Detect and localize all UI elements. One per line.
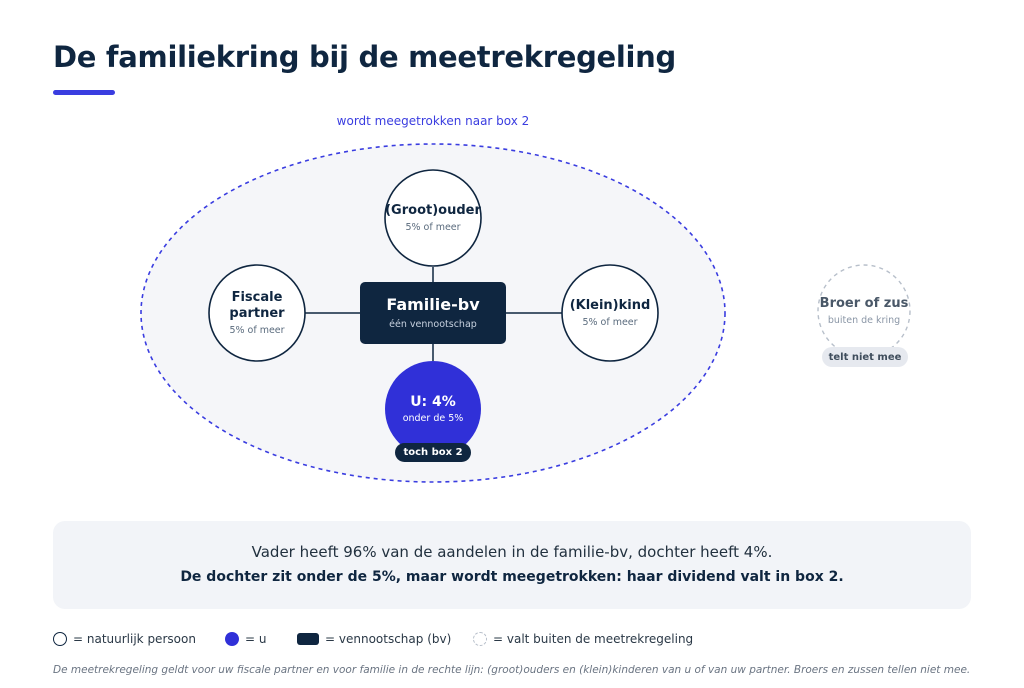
legend-item-outside: = valt buiten de meetrekregeling: [473, 632, 693, 646]
legend-item-person: = natuurlijk persoon: [53, 632, 196, 646]
familie-bv-sub: één vennootschap: [389, 318, 477, 330]
person-circle-icon: [53, 632, 67, 646]
sibling-name: Broer of zus: [819, 296, 909, 311]
legend-label-outside: = valt buiten de meetrekregeling: [493, 632, 694, 646]
you-dot-icon: [225, 632, 239, 646]
familie-bv-node: Familie-bv één vennootschap: [360, 282, 506, 344]
sibling-sub: buiten de kring: [827, 315, 901, 326]
legend-label-you: = u: [245, 632, 267, 646]
partner-circle: [208, 264, 306, 362]
example-text: Vader heeft 96% van de aandelen in de fa…: [251, 543, 773, 561]
grootouder-node: (Groot)ouder 5% of meer: [385, 170, 481, 266]
sibling-node: Broer of zus buiten de kring: [818, 265, 910, 357]
footnote: De meetrekregeling geldt voor uw fiscale…: [53, 664, 971, 676]
kleinkind-node: (Klein)kind 5% of meer: [562, 265, 658, 361]
kleinkind-name: (Klein)kind: [569, 298, 651, 313]
grootouder-circle: [384, 169, 482, 267]
you-circle: [385, 361, 481, 457]
you-share: onder de 5%: [402, 413, 464, 424]
box2-label: wordt meegetrokken naar box 2: [336, 114, 530, 128]
kleinkind-circle: [561, 264, 659, 362]
familie-bv-name: Familie-bv: [386, 294, 480, 314]
example-conclusion: De dochter zit onder de 5%, maar wordt m…: [180, 569, 844, 585]
you-node: U: 4% onder de 5%: [385, 361, 481, 457]
grootouder-share: 5% of meer: [405, 222, 461, 233]
grootouder-name: (Groot)ouder: [385, 203, 481, 218]
legend-label-person: = natuurlijk persoon: [73, 632, 196, 646]
partner-node: Fiscale partner 5% of meer: [219, 265, 295, 361]
legend-item-you: = u: [225, 632, 266, 646]
sibling-badge: telt niet mee: [822, 347, 908, 367]
partner-share: 5% of meer: [229, 325, 285, 336]
diagram-canvas: [140, 143, 911, 483]
you-name: U: 4%: [410, 394, 456, 410]
partner-name: Fiscale partner: [229, 290, 285, 321]
title-underline: [53, 90, 115, 95]
legend-label-company: = vennootschap (bv): [325, 632, 452, 646]
family-circle-diagram: wordt meegetrokken naar box 2 (Groot)oud…: [140, 114, 911, 483]
familie-bv-block: [360, 282, 506, 344]
company-block-icon: [297, 633, 319, 645]
legend-item-company: = vennootschap (bv): [297, 632, 451, 646]
example-panel: Vader heeft 96% van de aandelen in de fa…: [53, 521, 971, 609]
page-title: De familiekring bij de meetrekregeling: [53, 40, 676, 74]
kleinkind-share: 5% of meer: [582, 317, 638, 328]
dashed-circle-icon: [473, 632, 487, 646]
you-badge: toch box 2: [395, 443, 471, 462]
